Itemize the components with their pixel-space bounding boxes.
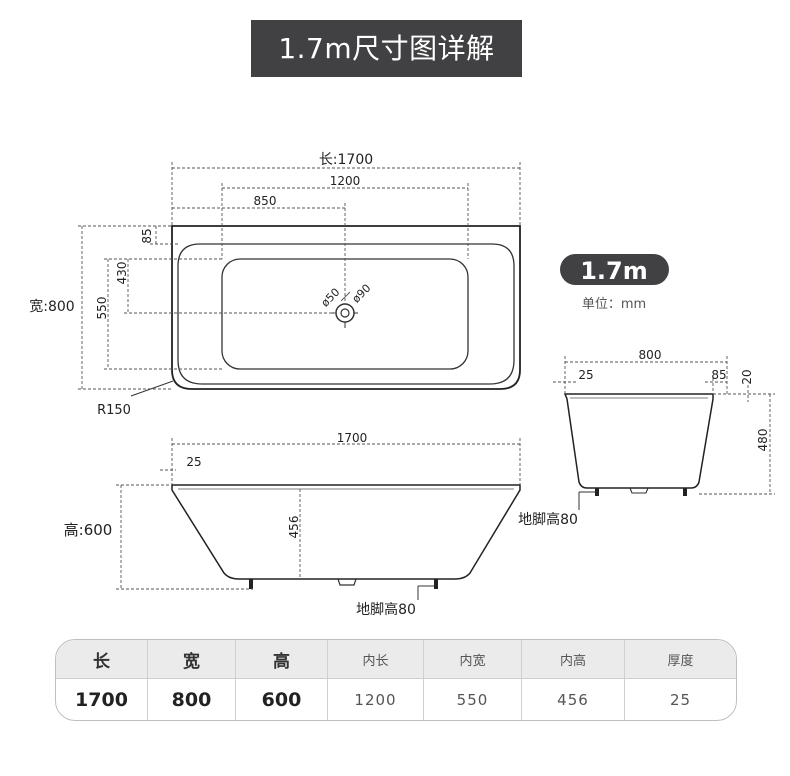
side-feet-label: 地脚高80 — [356, 601, 416, 618]
header-inner-height: 内高 — [522, 640, 625, 679]
header-inner-length: 内长 — [328, 640, 424, 679]
end-top-label: 20 — [740, 369, 754, 384]
header-width: 宽 — [148, 640, 236, 679]
top-view-outline — [171, 225, 521, 390]
header-height: 高 — [236, 640, 328, 679]
drain-inner — [340, 308, 350, 318]
side-rim-label: 25 — [186, 455, 201, 469]
side-foot-right — [434, 579, 438, 589]
end-foot-right — [683, 488, 687, 496]
spec-table: 长 宽 高 内长 内宽 内高 厚度 1700 800 600 1200 550 … — [55, 639, 737, 721]
header-inner-width: 内宽 — [424, 640, 522, 679]
width-label: 宽:800 — [29, 298, 74, 315]
unit-label: 单位：mm — [582, 297, 646, 312]
value-height: 600 — [236, 679, 328, 720]
side-foot-left — [249, 579, 253, 589]
side-view — [116, 438, 521, 600]
end-rim-right-label: 85 — [711, 368, 726, 382]
end-view-labels: 800 25 85 20 480 地脚高80 — [518, 348, 770, 528]
height-label: 高:600 — [64, 521, 113, 539]
drain-outer — [335, 303, 355, 323]
top-view-inner-rim — [177, 243, 515, 385]
rim-top-label: 85 — [140, 228, 154, 243]
end-feet-label: 地脚高80 — [518, 511, 578, 528]
value-width: 800 — [148, 679, 236, 720]
value-inner-width: 550 — [424, 679, 522, 720]
header-thickness: 厚度 — [625, 640, 736, 679]
end-rim-left-label: 25 — [578, 368, 593, 382]
inner-width-label: 550 — [95, 297, 109, 320]
size-badge-text: 1.7m — [580, 257, 648, 285]
size-badge: 1.7m 单位：mm — [560, 254, 669, 312]
value-thickness: 25 — [669, 690, 692, 709]
inner-length-label: 1200 — [330, 174, 361, 188]
end-width-label: 800 — [639, 348, 662, 362]
page-title: 1.7m尺寸图详解 — [251, 20, 522, 77]
side-length-label: 1700 — [337, 431, 368, 445]
end-foot-left — [595, 488, 599, 496]
length-label: 长:1700 — [319, 152, 373, 168]
value-inner-height: 456 — [522, 679, 625, 720]
end-height-label: 480 — [756, 429, 770, 452]
value-length: 1700 — [56, 679, 148, 720]
radius-label: R150 — [97, 403, 131, 418]
drain-depth-label: 430 — [115, 262, 129, 285]
side-view-labels: 1700 25 高:600 456 地脚高80 — [64, 431, 416, 618]
drain-large-label: ø90 — [350, 282, 374, 306]
inner-height-label: 456 — [287, 516, 301, 539]
end-view-outline — [563, 393, 714, 489]
top-view — [78, 162, 521, 397]
top-view-labels: 长:1700 1200 850 宽:800 550 430 85 ø50 ø90… — [29, 152, 373, 418]
value-inner-length: 1200 — [328, 679, 424, 720]
header-length: 长 — [56, 640, 148, 679]
side-view-outline — [171, 484, 521, 580]
drain-offset-label: 850 — [254, 194, 277, 208]
end-view — [553, 356, 775, 510]
